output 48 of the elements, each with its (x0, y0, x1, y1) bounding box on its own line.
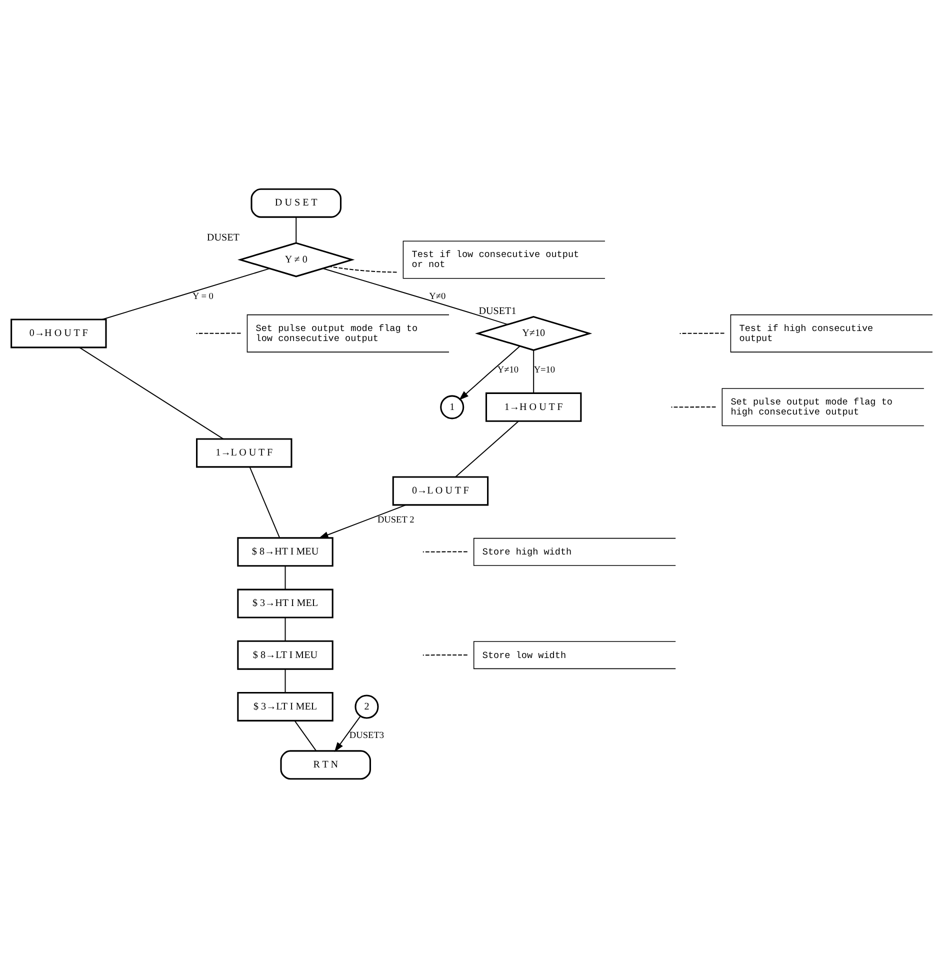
edge-label: Y=10 (534, 365, 556, 376)
node-diamond: Y ≠ 0 (238, 242, 355, 277)
node-text: Store low width (482, 649, 566, 660)
node-diamond: Y≠10 (475, 315, 592, 350)
connector (322, 267, 508, 324)
node-label: DUSET (206, 232, 240, 243)
connector (294, 720, 317, 751)
node-text: Set pulse output mode flag to high consecutive output (730, 396, 893, 418)
connector (680, 332, 724, 334)
node-text: Test if low consecutive output or not (412, 248, 580, 270)
connector (102, 268, 270, 320)
connector (422, 550, 468, 552)
node-circle: 2 (354, 694, 379, 718)
node-box: 0→L O U T F (392, 476, 489, 506)
connector (296, 216, 297, 242)
connector (249, 466, 280, 538)
node-label: DUSET1 (478, 305, 516, 316)
connector (455, 420, 519, 477)
node-box: $ 3→LT I MEL (237, 691, 334, 721)
node-box: D U S E T (250, 188, 342, 218)
edge-label: DUSET 2 (377, 514, 414, 525)
node-text: Test if high consecutive output (739, 322, 874, 344)
connector (330, 266, 397, 272)
node-box: 0→H O U T F (10, 318, 107, 348)
connector (671, 406, 716, 408)
node-box: $ 8→LT I MEU (237, 640, 334, 670)
arrow (334, 715, 361, 752)
node-circle: 1 (440, 394, 464, 419)
node-text: Set pulse output mode flag to low consecutive output (256, 322, 418, 344)
connector (284, 617, 286, 640)
node-box: $ 8→HT I MEU (237, 536, 334, 566)
edge-label: DUSET3 (349, 730, 384, 741)
node-box: R T N (280, 750, 371, 780)
node-text: Store high width (482, 546, 572, 558)
connector (533, 350, 534, 393)
arrow (458, 345, 520, 400)
edge-label: Y≠10 (497, 365, 519, 376)
node-box: 1→H O U T F (485, 392, 582, 422)
connector (284, 668, 286, 692)
node-box: $ 3→HT I MEL (237, 588, 334, 618)
edge-label: Y = 0 (192, 291, 214, 302)
connector (422, 654, 468, 656)
connector (79, 346, 224, 439)
arrow (318, 504, 406, 538)
connector (196, 332, 241, 334)
node-box: 1→L O U T F (196, 438, 292, 468)
connector (284, 566, 286, 589)
edge-label: Y≠0 (429, 291, 446, 302)
